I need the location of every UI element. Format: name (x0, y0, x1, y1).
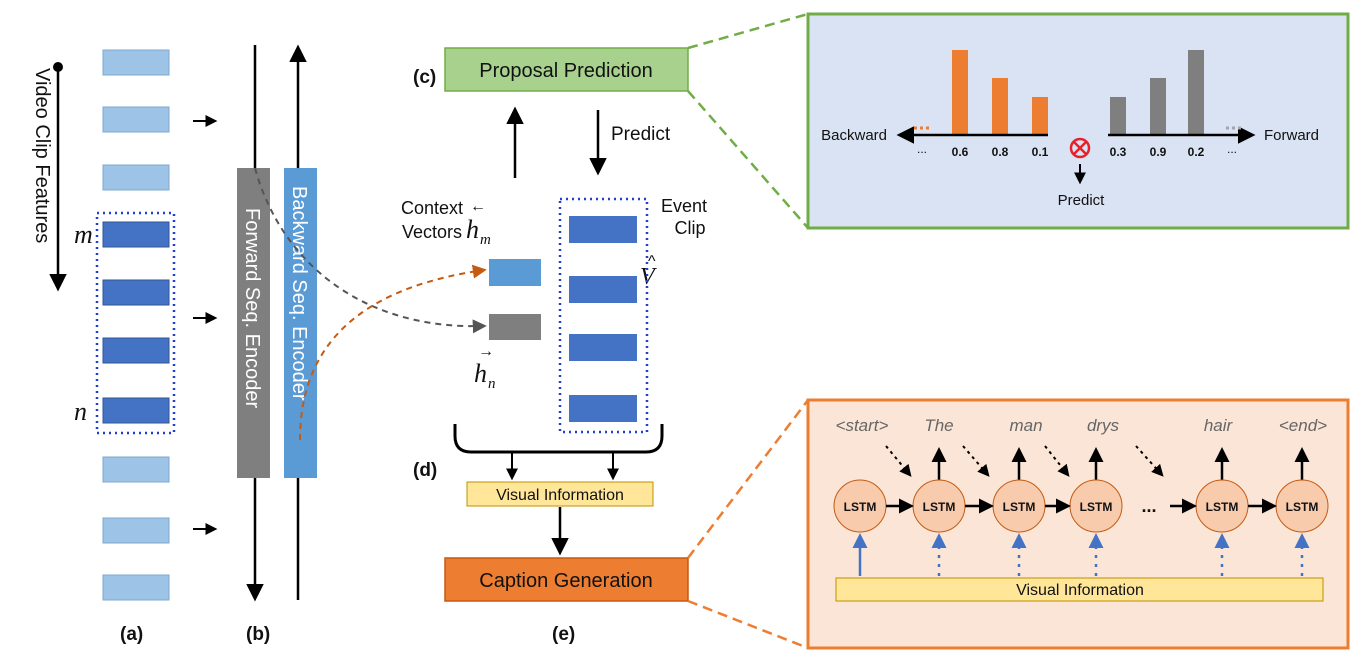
h-n-subscript: n (488, 376, 496, 392)
proposal-prediction-label: Proposal Prediction (479, 60, 652, 82)
proposal-zoom-line (687, 90, 809, 229)
backward-hidden-connector (299, 264, 487, 441)
marker-n: n (74, 397, 87, 426)
backward-bar (992, 78, 1008, 135)
forward-bar (1110, 97, 1126, 135)
detail-visual-information-box (835, 577, 1324, 602)
forward-score: 0.9 (1150, 145, 1167, 159)
panel-label-a: (a) (120, 624, 143, 645)
context-vectors-label-1: Context (401, 198, 463, 218)
event-clip-label-2: Clip (674, 218, 705, 238)
backward-score: ... (917, 142, 927, 156)
h-n-symbol: h (474, 359, 487, 388)
panel-label-c: (c) (413, 67, 436, 88)
lstm-chain (833, 479, 1329, 533)
caption-word: The (924, 416, 953, 435)
merge-bracket (453, 424, 664, 454)
panel-label-b: (b) (246, 624, 270, 645)
backward-score: 0.1 (1032, 145, 1049, 159)
backward-label: Backward (821, 127, 887, 144)
backward-score: 0.6 (952, 145, 969, 159)
context-vectors-label-2: Vectors (402, 222, 462, 242)
backward-encoder-label: Backward Seq. Encoder (288, 186, 310, 401)
proposal-zoom-line (687, 12, 809, 50)
marker-m: m (74, 220, 93, 249)
caption-word: <start> (836, 416, 889, 435)
lstm-label: LSTM (1206, 500, 1239, 514)
forward-score-bars (1110, 50, 1204, 135)
caption-word: hair (1204, 416, 1234, 435)
proposal-prediction-box (444, 47, 689, 92)
visual-information-label: Visual Information (496, 487, 624, 504)
caption-generation-box (444, 557, 689, 602)
h-m-symbol: h (466, 215, 479, 244)
forward-score: 0.2 (1188, 145, 1205, 159)
caption-zoom-line (687, 399, 809, 559)
backward-bar (952, 50, 968, 135)
panel-label-d: (d) (413, 460, 437, 481)
caption-word: <end> (1279, 416, 1327, 435)
proposal-detail-panel (806, 12, 1350, 230)
detail-predict-label: Predict (1058, 192, 1106, 209)
v-hat-symbol: V (640, 264, 657, 290)
backward-bar (1032, 97, 1048, 135)
predict-label: Predict (611, 124, 671, 145)
caption-zoom-line (687, 599, 809, 650)
forward-encoder (237, 168, 270, 478)
backward-score: 0.8 (992, 145, 1009, 159)
h-m-subscript: m (480, 232, 491, 248)
video-clip-features-label: Video Clip Features (31, 68, 53, 243)
event-clip-blocks (569, 216, 637, 422)
lstm-label: LSTM (844, 500, 877, 514)
backward-context-vector (489, 259, 541, 286)
lstm-label: LSTM (1286, 500, 1319, 514)
lstm-ellipsis: ... (1141, 496, 1156, 516)
feature-blocks (102, 49, 170, 601)
event-selection-box (95, 211, 176, 435)
hat-accent: ^ (648, 253, 656, 270)
visual-information-box (466, 481, 654, 507)
forward-arrow-accent: → (478, 343, 494, 360)
forward-encoder-label: Forward Seq. Encoder (241, 208, 263, 408)
forward-label: Forward (1264, 127, 1319, 144)
feed-arrow (1044, 445, 1070, 477)
caption-word: drys (1087, 416, 1120, 435)
lstm-label: LSTM (1003, 500, 1036, 514)
backward-score-bars (952, 50, 1048, 135)
forward-score: 0.3 (1110, 145, 1127, 159)
caption-generation-label: Caption Generation (479, 570, 652, 592)
forward-bar (1150, 78, 1166, 135)
forward-bar (1188, 50, 1204, 135)
multiply-icon (1069, 137, 1091, 159)
event-clip-box (558, 197, 649, 434)
detail-visual-information-label: Visual Information (1016, 582, 1144, 599)
event-clip-label-1: Event (661, 196, 707, 216)
video-clip-features-axis (49, 62, 67, 292)
forward-hidden-connector (254, 167, 487, 334)
panel-label-e: (e) (552, 624, 575, 645)
lstm-label: LSTM (1080, 500, 1113, 514)
lstm-label: LSTM (923, 500, 956, 514)
forward-score: ... (1227, 142, 1237, 156)
backward-arrow-accent: ← (470, 198, 486, 215)
forward-context-vector (489, 314, 541, 340)
caption-word: man (1009, 416, 1042, 435)
